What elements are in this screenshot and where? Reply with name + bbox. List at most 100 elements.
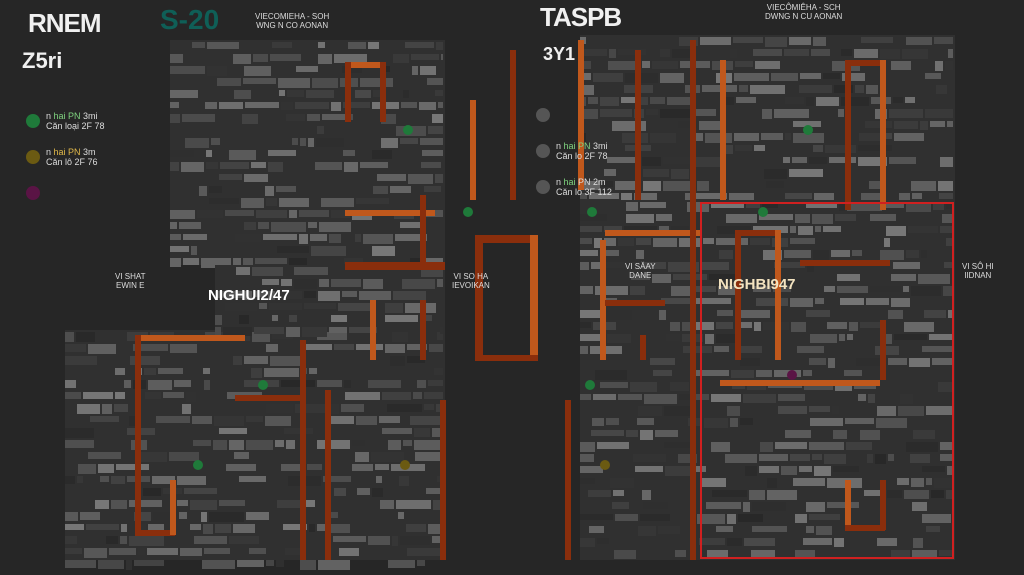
room-block xyxy=(931,490,944,498)
room-block xyxy=(372,150,392,159)
room-block xyxy=(319,222,351,232)
room-block xyxy=(251,368,262,378)
room-block xyxy=(88,344,116,354)
room-block xyxy=(233,54,251,64)
room-block xyxy=(255,258,287,264)
room-block xyxy=(947,121,953,127)
wall xyxy=(440,400,446,560)
room-block xyxy=(869,181,881,189)
room-block xyxy=(318,54,332,64)
room-block xyxy=(803,538,832,545)
room-block xyxy=(888,454,894,461)
room-block xyxy=(749,490,765,500)
room-block xyxy=(88,452,121,459)
room-block xyxy=(373,90,381,97)
room-block xyxy=(300,138,306,146)
room-block xyxy=(920,121,928,130)
room-block xyxy=(790,226,796,233)
room-block xyxy=(388,440,401,450)
room-block xyxy=(170,344,197,353)
room-block xyxy=(762,109,772,119)
room-block xyxy=(926,526,940,532)
room-block xyxy=(815,298,824,304)
room-block xyxy=(775,442,807,449)
room-block xyxy=(304,303,336,309)
room-block xyxy=(405,42,434,48)
wall xyxy=(845,480,851,530)
room-block xyxy=(377,174,406,181)
room-block xyxy=(833,430,847,439)
room-block xyxy=(939,550,953,556)
room-block xyxy=(640,202,666,208)
room-block xyxy=(785,430,811,438)
room-block xyxy=(86,524,119,530)
room-block xyxy=(735,145,752,151)
room-block xyxy=(411,54,439,60)
room-block xyxy=(717,310,733,316)
room-block xyxy=(215,524,231,533)
room-block xyxy=(262,279,279,285)
right-header: VIECÔMIÊHA - SCH DWNG N CU AONAN xyxy=(765,3,842,21)
room-block xyxy=(428,524,443,534)
room-block xyxy=(719,250,733,259)
room-block xyxy=(310,234,327,241)
room-block xyxy=(289,210,297,218)
room-block xyxy=(868,394,875,403)
room-block xyxy=(614,550,636,559)
room-block xyxy=(393,291,426,300)
room-block xyxy=(285,548,304,555)
room-block xyxy=(814,193,834,202)
room-block xyxy=(79,536,104,545)
room-block xyxy=(321,198,354,207)
room-block xyxy=(179,222,201,229)
room-block xyxy=(379,126,394,133)
wall xyxy=(475,235,483,360)
room-block xyxy=(891,61,911,70)
room-block xyxy=(756,370,772,377)
room-block xyxy=(870,214,896,221)
room-block xyxy=(642,490,651,500)
room-block xyxy=(600,382,628,388)
wall xyxy=(325,390,331,560)
room-block xyxy=(740,358,760,366)
room-block xyxy=(209,512,244,522)
unit-marker-icon xyxy=(587,207,597,217)
room-block xyxy=(296,66,318,72)
room-block xyxy=(906,202,931,212)
room-block xyxy=(773,286,791,292)
room-block xyxy=(948,49,953,58)
room-block xyxy=(635,466,663,472)
room-block xyxy=(233,356,242,365)
room-block xyxy=(933,202,944,210)
room-block xyxy=(226,464,256,471)
room-block xyxy=(705,133,732,143)
room-block xyxy=(360,162,388,168)
room-block xyxy=(795,550,815,558)
room-block xyxy=(242,114,258,124)
room-block xyxy=(762,202,778,208)
room-block xyxy=(266,198,277,206)
room-block xyxy=(385,315,418,322)
room-block xyxy=(177,476,206,485)
room-block xyxy=(660,109,694,118)
room-block xyxy=(646,109,658,115)
room-block xyxy=(246,440,273,450)
room-block xyxy=(219,500,245,506)
room-block xyxy=(65,356,97,365)
room-block xyxy=(810,334,837,343)
legend-line2: Căn lô 2F 76 xyxy=(46,157,98,167)
room-block xyxy=(630,286,645,295)
legend-line1-part: 3mi xyxy=(80,111,98,121)
room-block xyxy=(307,464,322,470)
room-block xyxy=(417,380,426,388)
room-block xyxy=(638,526,656,536)
room-block xyxy=(318,560,350,570)
room-block xyxy=(158,368,183,374)
room-block xyxy=(115,392,125,399)
room-block xyxy=(373,186,388,194)
room-block xyxy=(341,404,364,412)
room-block xyxy=(643,502,668,509)
room-block xyxy=(626,202,638,211)
room-block xyxy=(875,346,899,355)
